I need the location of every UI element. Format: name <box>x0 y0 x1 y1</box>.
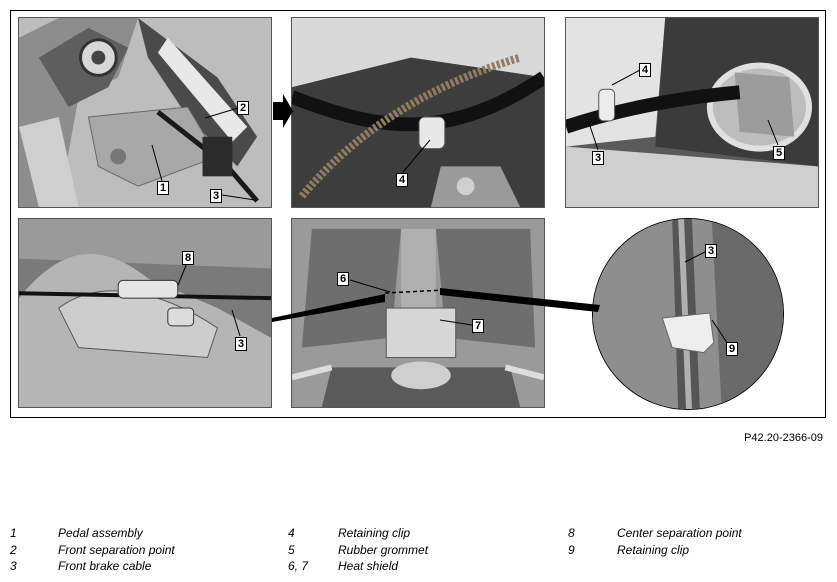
legend-number: 3 <box>10 559 17 573</box>
callout-retaining-clip-b: 4 <box>639 63 652 77</box>
legend-number: 2 <box>10 543 17 557</box>
photo-cable-clip <box>291 17 545 208</box>
legend-text: Retaining clip <box>617 543 690 557</box>
legend-number: 1 <box>10 526 17 540</box>
legend-text: Retaining clip <box>338 526 411 540</box>
callout-retaining-clip-a: 4 <box>396 173 409 187</box>
legend-number: 8 <box>568 526 575 540</box>
callout-front-separation-point: 2 <box>237 101 250 115</box>
photo-underside-heat-shield <box>291 218 545 408</box>
legend-number: 6, 7 <box>288 559 309 573</box>
photo-center-separation <box>18 218 272 408</box>
callout-heat-shield-7: 7 <box>472 319 485 333</box>
legend-text: Pedal assembly <box>58 526 143 540</box>
callout-retaining-clip-c: 9 <box>726 342 739 356</box>
legend-text: Center separation point <box>617 526 742 540</box>
legend-text: Heat shield <box>338 559 399 573</box>
callout-pedal-assembly: 1 <box>157 181 170 195</box>
figure-reference: P42.20-2366-09 <box>744 432 823 444</box>
photo-rubber-grommet <box>565 17 819 208</box>
photo-magnified-clip <box>592 218 784 410</box>
callout-front-brake-cable-c: 3 <box>235 337 248 351</box>
callout-center-separation-point: 8 <box>182 251 195 265</box>
callout-heat-shield-6: 6 <box>337 272 350 286</box>
callout-front-brake-cable-b: 3 <box>592 151 605 165</box>
photo-pedal-assembly <box>18 17 272 208</box>
legend-number: 9 <box>568 543 575 557</box>
callout-rubber-grommet: 5 <box>773 146 786 160</box>
legend-text: Front brake cable <box>58 559 152 573</box>
legend-text: Rubber grommet <box>338 543 429 557</box>
legend-number: 4 <box>288 526 295 540</box>
legend-number: 5 <box>288 543 295 557</box>
legend-text: Front separation point <box>58 543 175 557</box>
callout-front-brake-cable-a: 3 <box>210 189 223 203</box>
callout-front-brake-cable-d: 3 <box>705 244 718 258</box>
